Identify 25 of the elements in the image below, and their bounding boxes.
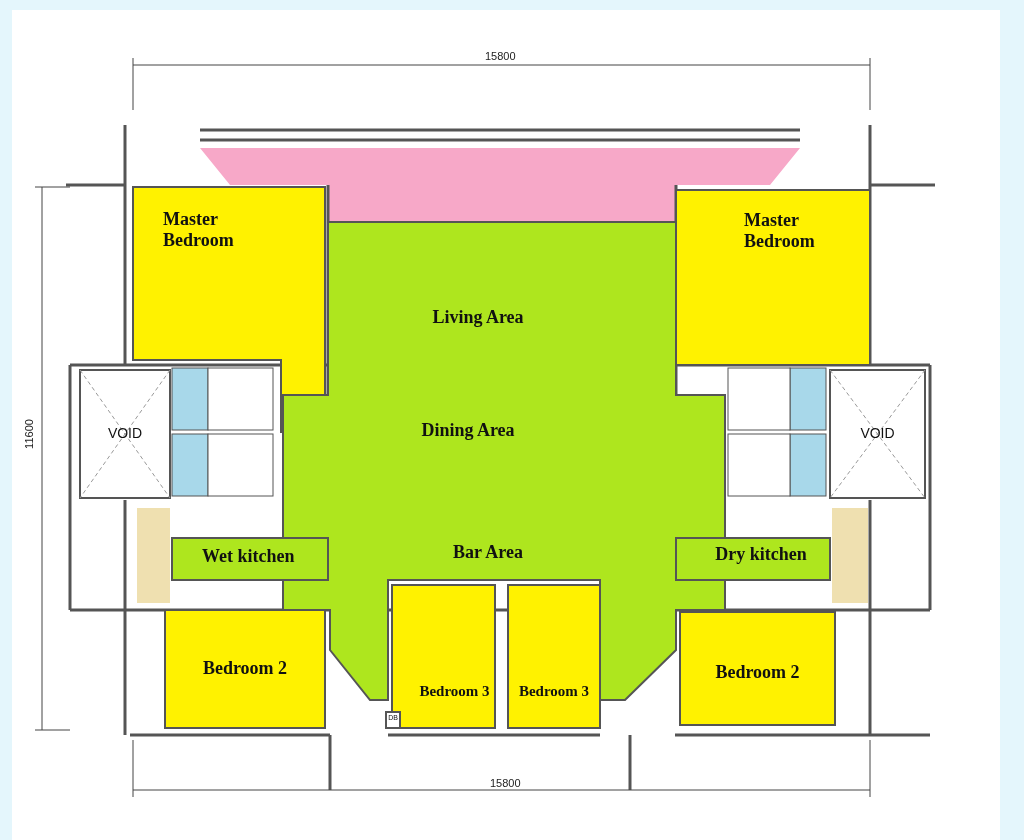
room-label: Bedroom 3	[418, 683, 491, 701]
room-label: VOID	[106, 425, 144, 442]
room-label: Master Bedroom	[163, 209, 235, 251]
room-label: Dry kitchen	[714, 544, 808, 565]
room-label: Bedroom 3	[517, 683, 591, 701]
distribution-board	[386, 712, 400, 728]
void-area	[830, 370, 925, 498]
void-area	[80, 370, 170, 498]
room-label: Bedroom 2	[714, 662, 801, 683]
room-label: Bar Area	[452, 542, 524, 563]
bedroom-floor	[508, 585, 600, 728]
room-label: Dining Area	[420, 420, 516, 441]
room-label: Master Bedroom	[744, 210, 816, 252]
dimension-value: 15800	[485, 50, 516, 62]
bedroom-floor	[676, 190, 870, 365]
bedroom-floor	[165, 610, 325, 728]
room-label: Living Area	[431, 307, 525, 328]
room-label: VOID	[859, 425, 896, 442]
room-label: Wet kitchen	[202, 546, 296, 567]
kitchen-floor	[676, 538, 830, 580]
room-label: Bedroom 2	[201, 658, 289, 679]
dimension-value: 11600	[22, 419, 35, 449]
kitchen-floor	[172, 538, 328, 580]
bedroom-floor	[680, 612, 835, 725]
dimension-value: 15800	[490, 777, 521, 789]
